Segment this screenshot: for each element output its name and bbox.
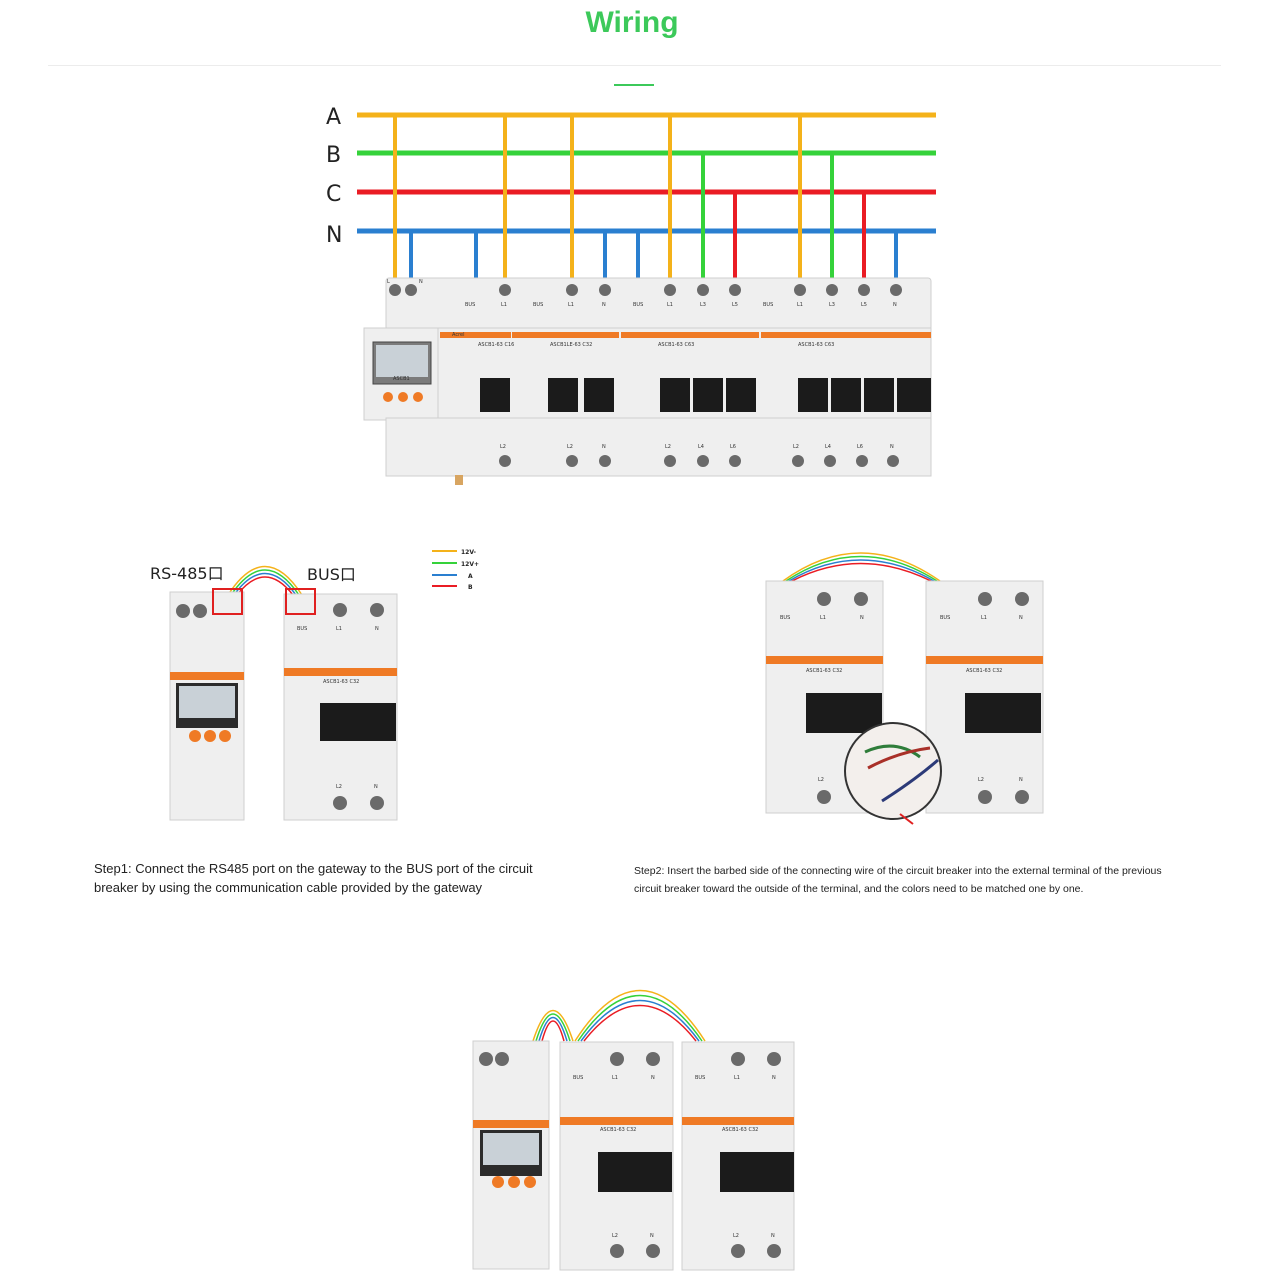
svg-text:L2: L2 (733, 1233, 739, 1239)
svg-text:N: N (650, 1233, 654, 1239)
svg-text:L1: L1 (820, 615, 826, 621)
svg-text:BUS: BUS (940, 615, 950, 621)
svg-text:ASCB1-63 C32: ASCB1-63 C32 (600, 1127, 636, 1133)
phase-label-b: B (326, 143, 341, 168)
svg-text:N: N (651, 1075, 655, 1081)
svg-text:L: L (387, 279, 390, 285)
svg-text:ASCB1-63 C63: ASCB1-63 C63 (798, 342, 834, 348)
svg-text:N: N (860, 615, 864, 621)
svg-text:L6: L6 (857, 444, 863, 450)
svg-text:L4: L4 (698, 444, 704, 450)
svg-text:N: N (772, 1075, 776, 1081)
svg-text:BUS: BUS (780, 615, 790, 621)
svg-text:N: N (771, 1233, 775, 1239)
svg-text:N: N (602, 444, 606, 450)
step2-text: Insert the barbed side of the connecting… (634, 865, 1162, 895)
step1-prefix: Step1: (94, 861, 136, 876)
svg-text:L3: L3 (829, 302, 835, 308)
svg-text:L1: L1 (612, 1075, 618, 1081)
svg-text:ASCB1-63 C32: ASCB1-63 C32 (966, 668, 1002, 674)
svg-text:N: N (893, 302, 897, 308)
svg-text:L2: L2 (500, 444, 506, 450)
svg-text:ASCB1-63 C63: ASCB1-63 C63 (658, 342, 694, 348)
svg-text:L2: L2 (612, 1233, 618, 1239)
svg-text:L1: L1 (797, 302, 803, 308)
rs485-label: RS-485口 (150, 564, 224, 583)
svg-text:L6: L6 (730, 444, 736, 450)
svg-text:ASCB1-63 C32: ASCB1-63 C32 (722, 1127, 758, 1133)
bus-bars (357, 112, 936, 234)
bus-label: BUS口 (307, 565, 356, 584)
page-title: Wiring (585, 6, 679, 39)
svg-text:N: N (1019, 615, 1023, 621)
svg-text:12V+: 12V+ (461, 561, 479, 568)
svg-text:L1: L1 (336, 626, 342, 632)
bottom-figure: BUS L1 N ASCB1-63 C32 L2 N BUS L1 N ASCB… (472, 989, 795, 1271)
phase-label-n: N (326, 223, 342, 248)
svg-text:L1: L1 (501, 302, 507, 308)
svg-text:A: A (468, 573, 473, 580)
title-divider (48, 65, 1221, 66)
step1-text: Connect the RS485 port on the gateway to… (94, 861, 533, 895)
svg-text:Acrel: Acrel (452, 332, 465, 338)
svg-text:L1: L1 (667, 302, 673, 308)
svg-text:ASCB1: ASCB1 (393, 376, 410, 382)
svg-text:BUS: BUS (465, 302, 475, 308)
svg-text:L1: L1 (568, 302, 574, 308)
svg-text:N: N (602, 302, 606, 308)
svg-text:L2: L2 (793, 444, 799, 450)
svg-text:L2: L2 (978, 777, 984, 783)
step2-figure: BUS L1 N ASCB1-63 C32 L2 BUS L1 N ASCB1-… (765, 552, 1044, 825)
svg-text:N: N (375, 626, 379, 632)
wire-legend: 12V- 12V+ A B (432, 549, 479, 591)
phase-label-c: C (326, 182, 341, 207)
svg-text:12V-: 12V- (461, 549, 477, 556)
svg-text:N: N (890, 444, 894, 450)
title-accent-line (614, 84, 654, 86)
svg-text:BUS: BUS (573, 1075, 583, 1081)
svg-text:L1: L1 (981, 615, 987, 621)
step1-caption: Step1: Connect the RS485 port on the gat… (94, 859, 554, 897)
device-assembly (363, 277, 932, 485)
svg-text:L5: L5 (732, 302, 738, 308)
svg-text:BUS: BUS (533, 302, 543, 308)
svg-text:ASCB1-63 C32: ASCB1-63 C32 (806, 668, 842, 674)
svg-text:L2: L2 (567, 444, 573, 450)
wiring-diagram: A B C N (326, 105, 936, 485)
drop-wires (393, 115, 898, 290)
step2-prefix: Step2: (634, 865, 668, 877)
wire-closeup (844, 722, 942, 820)
svg-text:N: N (374, 784, 378, 790)
svg-text:ASCB1-63 C32: ASCB1-63 C32 (323, 679, 359, 685)
svg-text:L2: L2 (665, 444, 671, 450)
svg-text:BUS: BUS (763, 302, 773, 308)
svg-text:L5: L5 (861, 302, 867, 308)
svg-text:L1: L1 (734, 1075, 740, 1081)
svg-text:N: N (1019, 777, 1023, 783)
svg-text:ASCB1LE-63 C32: ASCB1LE-63 C32 (550, 342, 592, 348)
svg-text:L3: L3 (700, 302, 706, 308)
svg-text:BUS: BUS (297, 626, 307, 632)
svg-text:BUS: BUS (633, 302, 643, 308)
svg-text:L2: L2 (336, 784, 342, 790)
svg-text:L2: L2 (818, 777, 824, 783)
step2-caption: Step2: Insert the barbed side of the con… (634, 862, 1179, 898)
svg-text:ASCB1-63 C16: ASCB1-63 C16 (478, 342, 514, 348)
svg-text:L4: L4 (825, 444, 831, 450)
step1-figure: RS-485口 BUS口 12V- 12V+ A B BUS L1 N ASCB… (150, 549, 479, 821)
svg-text:B: B (468, 584, 473, 591)
svg-text:N: N (419, 279, 423, 285)
phase-label-a: A (326, 105, 341, 130)
svg-text:BUS: BUS (695, 1075, 705, 1081)
